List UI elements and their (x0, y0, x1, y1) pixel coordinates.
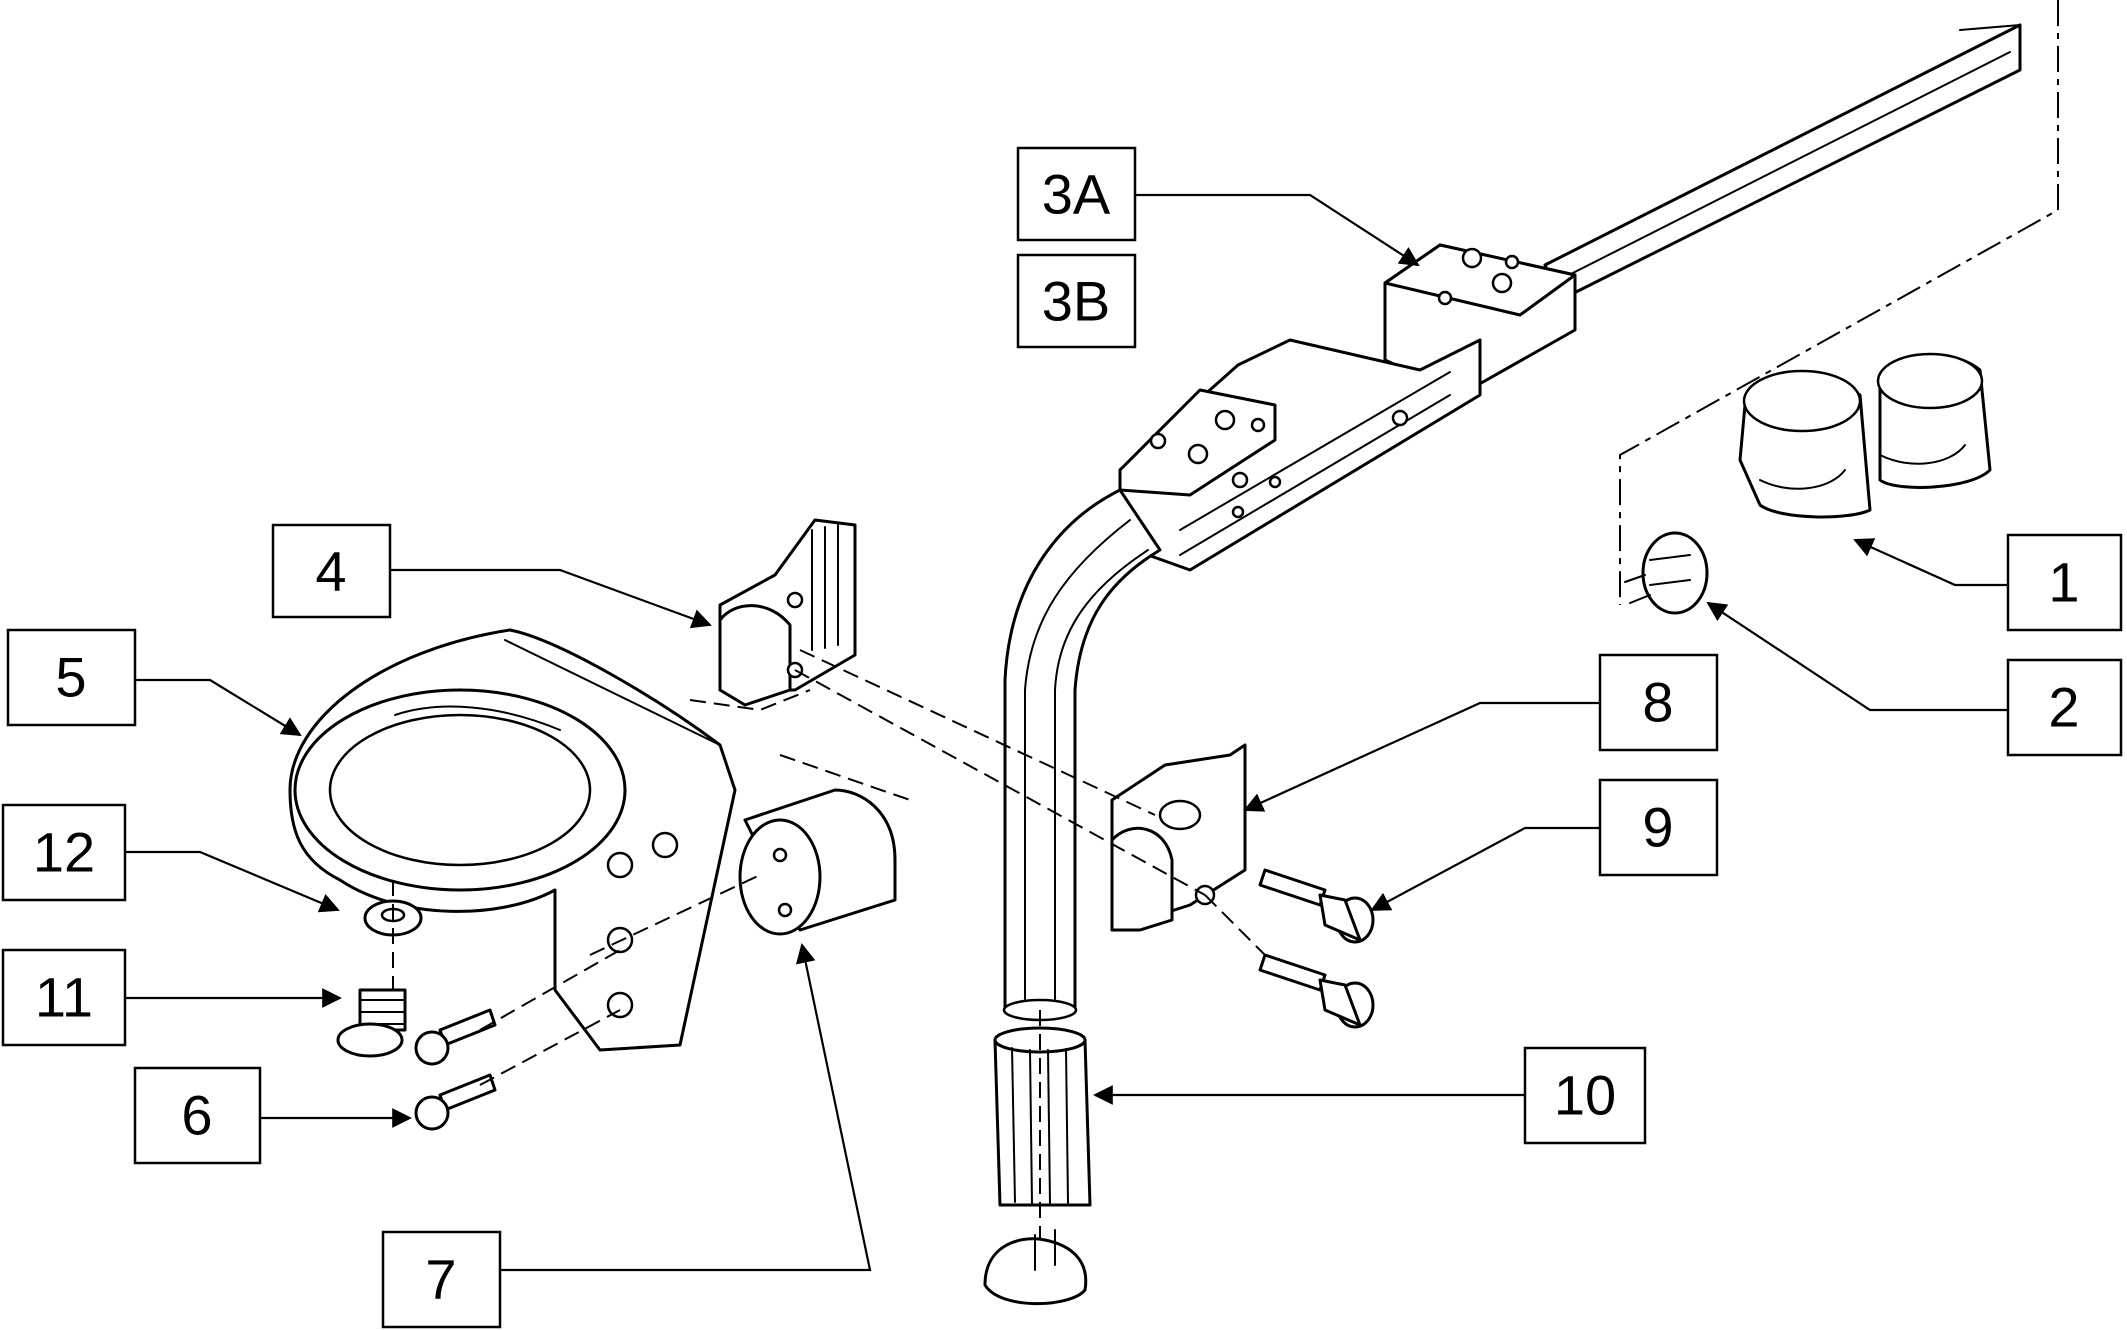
bolt-washer-part (336, 899, 423, 1058)
callout-9: 9 (1598, 778, 1719, 877)
callout-3b-label: 3B (1042, 270, 1111, 333)
callout-12-label: 12 (33, 821, 95, 884)
callout-11: 11 (1, 948, 127, 1047)
callout-7: 7 (381, 1230, 502, 1329)
plug-part (1624, 531, 1709, 615)
socket-screws-part (1258, 868, 1375, 1029)
callout-5-label: 5 (55, 646, 86, 709)
callout-2: 2 (2006, 658, 2123, 757)
callout-3b: 3B (1016, 253, 1137, 349)
callout-6: 6 (133, 1066, 262, 1165)
arm-tube-part (1002, 23, 2022, 1022)
callout-6-label: 6 (181, 1084, 212, 1147)
left-clamp-part (718, 518, 857, 707)
callout-4: 4 (271, 523, 392, 619)
callout-5: 5 (6, 628, 137, 727)
callout-4-label: 4 (315, 540, 346, 603)
callout-12: 12 (1, 803, 127, 902)
leader-lines (125, 193, 2008, 1272)
sleeve-parts (1738, 352, 1992, 519)
callout-8: 8 (1598, 653, 1719, 752)
assembly-lines (392, 0, 2059, 1240)
callout-2-label: 2 (2048, 676, 2079, 739)
callout-10-label: 10 (1554, 1064, 1616, 1127)
callout-1-label: 1 (2048, 551, 2079, 614)
callout-1: 1 (2006, 533, 2123, 632)
right-clamp-part (1110, 743, 1247, 932)
knob-part (738, 788, 897, 936)
callout-10: 10 (1523, 1046, 1647, 1145)
callout-3a-label: 3A (1042, 163, 1111, 226)
callout-3a: 3A (1016, 146, 1137, 242)
callout-11-label: 11 (35, 966, 93, 1029)
callout-9-label: 9 (1642, 796, 1673, 859)
cup-holder-part (288, 628, 737, 1052)
grip-sleeve-part (983, 1026, 1092, 1306)
callout-7-label: 7 (425, 1248, 456, 1311)
callout-8-label: 8 (1642, 671, 1673, 734)
